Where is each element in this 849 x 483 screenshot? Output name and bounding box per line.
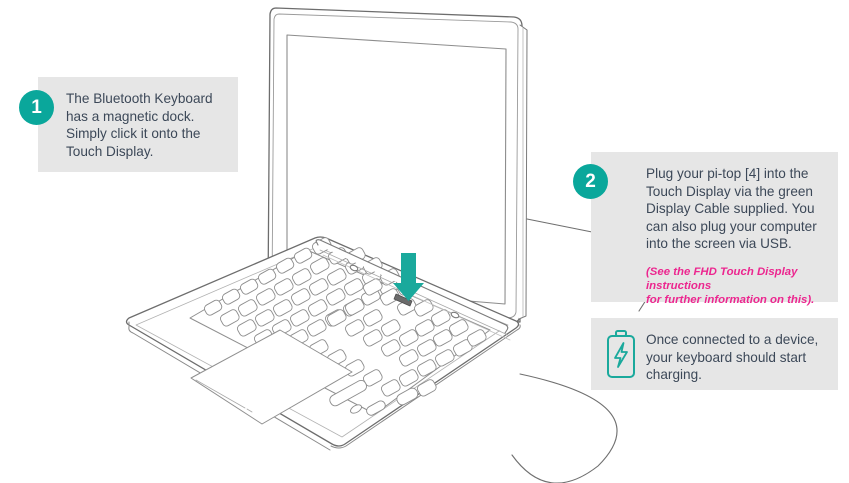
callout-2-text: Plug your pi-top [4] into the Touch Disp…: [646, 166, 817, 252]
callout-1-text: The Bluetooth Keyboard has a magnetic do…: [66, 91, 213, 159]
callout-box-2: 2 Plug your pi-top [4] into the Touch Di…: [573, 152, 838, 306]
callout-3-text: Once connected to a device, your keyboar…: [646, 332, 819, 383]
callout-badge-1: 1: [19, 90, 54, 125]
callout-badge-2: 2: [573, 164, 608, 199]
callout-box-1: 1 The Bluetooth Keyboard has a magnetic …: [19, 77, 238, 172]
dock-arrow-indicator: [393, 253, 424, 301]
charging-cable-curve: [511, 373, 618, 483]
callout-2-body: Plug your pi-top [4] into the Touch Disp…: [646, 165, 838, 308]
battery-charging-icon: [607, 330, 635, 378]
leader-line-to-display: [526, 218, 593, 233]
callout-box-3: Once connected to a device, your keyboar…: [591, 318, 838, 390]
callout-2-note: (See the FHD Touch Display instructions …: [646, 265, 815, 307]
